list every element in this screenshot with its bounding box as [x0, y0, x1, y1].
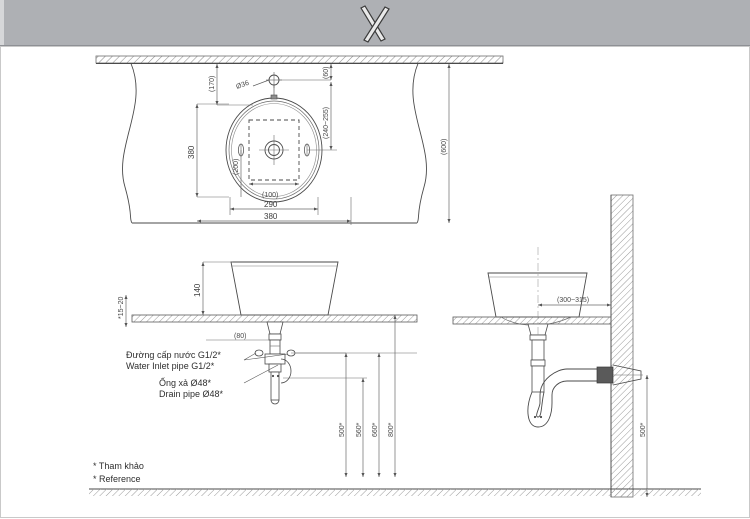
callout-water-inlet-line1: Đường cấp nước G1/2*	[126, 350, 221, 360]
callout-water-inlet: Đường cấp nước G1/2* Water Inlet pipe G1…	[126, 350, 289, 371]
dim-660-label: 660*	[372, 422, 379, 437]
dim-15-20-label: *15~20	[118, 297, 125, 319]
footnotes-group: * Tham khảo * Reference	[93, 461, 144, 484]
pencil-cursor-icon	[360, 5, 390, 43]
dim-290-label: 290	[264, 200, 278, 209]
window-title-bar	[0, 0, 750, 46]
footnote-vi: * Tham khảo	[93, 461, 144, 471]
technical-drawing-svg: Ø36 (170) (60) (240~255) (600) 380	[89, 55, 701, 498]
front-view-group: *15~20 140 (80) Đường cấp nước G1/2* Wat…	[118, 261, 418, 477]
dim-d36-label: Ø36	[235, 80, 250, 91]
callout-drain-line1: Ống xả Ø48*	[159, 377, 212, 388]
dim-800-label: 800*	[388, 422, 395, 437]
top-view-group: Ø36 (170) (60) (240~255) (600) 380	[95, 55, 504, 225]
footnote-en: * Reference	[93, 474, 141, 484]
dim-380-bottom-label: 380	[264, 212, 278, 221]
dim-200-label: (200)	[233, 159, 240, 175]
side-view-group: (300~315) 500*	[452, 194, 649, 498]
dim-170-label: (170)	[209, 76, 216, 92]
title-bar-left-edge	[0, 0, 4, 45]
dim-600-label: (600)	[441, 139, 448, 155]
dim-80-label: (80)	[234, 333, 246, 340]
dim-60-label: (60)	[323, 67, 330, 79]
dim-100-label: (100)	[262, 192, 278, 199]
floor-group	[89, 488, 701, 496]
dim-300-315-label: (300~315)	[557, 297, 589, 304]
callout-water-inlet-line2: Water Inlet pipe G1/2*	[126, 361, 215, 371]
dim-240-255-label: (240~255)	[323, 107, 330, 139]
drawing-canvas: Ø36 (170) (60) (240~255) (600) 380	[0, 46, 750, 518]
dim-500-side-label: 500*	[640, 422, 647, 437]
dim-380-left-label: 380	[187, 145, 196, 159]
callout-drain-line2: Drain pipe Ø48*	[159, 389, 224, 399]
dim-560-label: 560*	[356, 422, 363, 437]
callout-drain: Ống xả Ø48* Drain pipe Ø48*	[159, 364, 279, 399]
dim-140-label: 140	[193, 283, 202, 297]
dim-500-label: 500*	[339, 422, 346, 437]
